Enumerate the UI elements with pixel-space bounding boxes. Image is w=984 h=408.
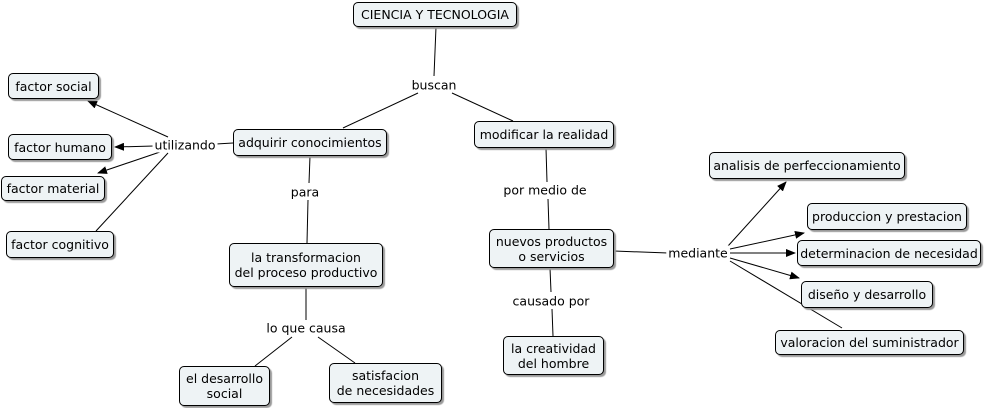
arrow-to-factor-material [97, 151, 161, 174]
line-locausa-satisfacion [317, 336, 356, 364]
line-ciencia-buscan [433, 26, 437, 77]
node-diseno-y-desarrollo[interactable]: diseño y desarrollo [801, 281, 933, 308]
node-valoracion-del-suministrador[interactable]: valoracion del suministrador [775, 330, 964, 355]
link-label-buscan: buscan [409, 77, 459, 93]
arrow-to-analisis [727, 181, 787, 247]
node-modificar-la-realidad[interactable]: modificar la realidad [474, 121, 614, 148]
node-analisis-de-perfeccionamiento[interactable]: analisis de perfeccionamiento [709, 152, 905, 179]
line-adquirir-para [308, 155, 311, 184]
link-label-mediante: mediante [666, 245, 730, 261]
node-factor-humano[interactable]: factor humano [8, 134, 112, 160]
link-label-por-medio-de: por medio de [501, 182, 589, 198]
arrow-to-diseno [729, 257, 800, 280]
node-factor-social[interactable]: factor social [8, 73, 99, 99]
link-label-utilizando: utilizando [152, 137, 218, 153]
line-causado-creatividad [551, 308, 554, 337]
node-factor-material[interactable]: factor material [1, 176, 105, 201]
node-factor-cognitivo[interactable]: factor cognitivo [6, 231, 114, 258]
line-locausa-desarrollo [254, 336, 293, 367]
node-el-desarrollo-social[interactable]: el desarrollo social [179, 366, 270, 406]
line-buscan-modificar [451, 92, 514, 122]
arrow-to-factor-social [87, 100, 169, 138]
node-nuevos-productos[interactable]: nuevos productos o servicios [489, 229, 614, 268]
line-to-factor-cognitivo [95, 152, 169, 232]
line-buscan-adquirir [342, 92, 419, 129]
arrow-to-factor-humano [114, 142, 155, 151]
link-label-para: para [288, 184, 322, 200]
node-satisfacion[interactable]: satisfacion de necesidades [329, 363, 442, 403]
line-nuevos-mediante [613, 250, 669, 254]
node-la-transformacion[interactable]: la transformacion del proceso productivo [229, 243, 383, 287]
node-ciencia-y-tecnologia[interactable]: CIENCIA Y TECNOLOGIA [353, 2, 517, 27]
node-la-creatividad[interactable]: la creatividad del hombre [503, 336, 604, 375]
node-determinacion-de-necesidad[interactable]: determinacion de necesidad [797, 240, 981, 266]
node-adquirir-conocimientos[interactable]: adquirir conocimientos [233, 129, 387, 156]
line-to-valoracion [729, 260, 843, 329]
line-para-transformacion [306, 199, 309, 244]
link-label-lo-que-causa: lo que causa [264, 320, 348, 336]
line-pormedio-nuevos [547, 198, 550, 230]
line-adquirir-utilizando [215, 142, 234, 145]
node-produccion-y-prestacion[interactable]: produccion y prestacion [807, 203, 967, 230]
line-modificar-pormedio [545, 147, 548, 183]
link-label-causado-por: causado por [510, 293, 592, 309]
arrow-to-produccion [729, 230, 805, 250]
line-nuevos-causado [549, 267, 552, 293]
